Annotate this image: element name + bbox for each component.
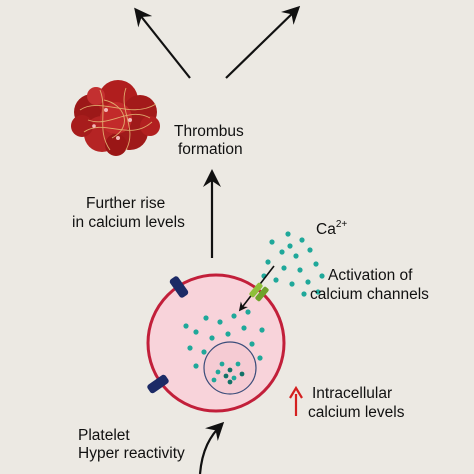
membrane-channel-left (147, 374, 169, 394)
arrow-up-left (134, 7, 191, 79)
nucleus-calcium-dots (211, 361, 245, 385)
calcium-channel-icon (249, 282, 269, 302)
diverging-arrows (134, 5, 301, 79)
arrow-up-right (225, 5, 301, 79)
increase-arrow-icon (289, 385, 303, 416)
platelet-label-line2: Hyper reactivity (78, 445, 185, 462)
blood-clot-icon (71, 80, 160, 156)
extracellular-calcium-dots (261, 231, 325, 297)
thrombus-label-line1: Thrombus (174, 123, 244, 140)
activation-label-line2: calcium channels (310, 286, 429, 303)
intracellular-calcium-dots (183, 309, 265, 369)
intracellular-label-line1: Intracellular (312, 385, 392, 402)
intracellular-label-line2: calcium levels (308, 404, 405, 421)
curved-arrow-to-cell (198, 421, 225, 474)
thrombus-label-line2: formation (178, 141, 243, 158)
further-rise-label-line2: in calcium levels (72, 214, 185, 231)
further-rise-label-line1: Further rise (86, 195, 165, 212)
membrane-channel-top (169, 276, 189, 298)
platelet-label-line1: Platelet (78, 427, 130, 444)
calcium-ion-label: Ca2+ (316, 219, 347, 238)
activation-label-line1: Activation of (328, 267, 413, 284)
